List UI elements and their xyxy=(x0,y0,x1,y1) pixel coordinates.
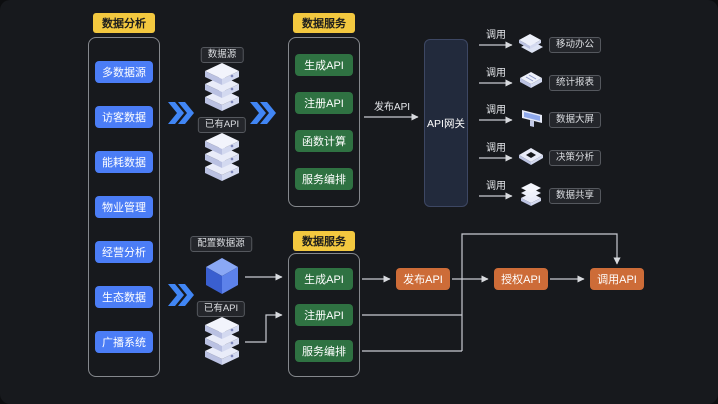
services-panel-top: 生成API 注册API 函数计算 服务编排 xyxy=(288,37,360,207)
consumer-label: 决策分析 xyxy=(549,150,602,166)
consumer-label: 统计报表 xyxy=(549,75,602,91)
analysis-panel: 多数据源 访客数据 能耗数据 物业管理 经营分析 生态数据 广播系统 xyxy=(88,37,160,377)
consumer-label: 移动办公 xyxy=(549,37,602,53)
big-screen-icon xyxy=(522,110,542,127)
services-title-top: 数据服务 xyxy=(293,13,355,33)
datasource-label: 数据源 xyxy=(200,47,244,63)
consumer-label: 数据共享 xyxy=(549,188,602,204)
analysis-item: 能耗数据 xyxy=(95,151,153,173)
server-stack-icon xyxy=(205,133,239,181)
chevron-right-icon xyxy=(168,284,194,306)
publish-api-label: 发布API xyxy=(373,102,411,113)
service-item: 生成API xyxy=(295,54,353,76)
mobile-office-icon xyxy=(519,34,543,53)
services-title-bottom: 数据服务 xyxy=(293,231,355,251)
database-cube-icon xyxy=(206,258,238,294)
call-label: 调用 xyxy=(486,181,506,192)
server-to-register-arrow xyxy=(245,311,283,343)
call-label: 调用 xyxy=(486,143,506,154)
api-gateway-node: API网关 xyxy=(424,39,468,207)
analysis-item: 经营分析 xyxy=(95,241,153,263)
decision-analysis-icon xyxy=(519,148,543,165)
analysis-item: 多数据源 xyxy=(95,61,153,83)
server-stack-icon xyxy=(205,317,239,365)
analysis-item: 生态数据 xyxy=(95,286,153,308)
data-share-icon xyxy=(521,183,541,206)
chevron-right-icon xyxy=(250,102,276,124)
config-datasource-label: 配置数据源 xyxy=(190,236,252,252)
service-item: 函数计算 xyxy=(295,130,353,152)
report-icon xyxy=(520,72,542,88)
service-item: 服务编排 xyxy=(295,340,353,362)
service-item: 生成API xyxy=(295,268,353,290)
call-label: 调用 xyxy=(486,30,506,41)
consumer-label: 数据大屏 xyxy=(549,112,602,128)
analysis-item: 物业管理 xyxy=(95,196,153,218)
call-label: 调用 xyxy=(486,68,506,79)
server-stack-icon xyxy=(205,63,239,111)
service-item: 注册API xyxy=(295,304,353,326)
analysis-title: 数据分析 xyxy=(93,13,155,33)
feedback-to-call-arrow xyxy=(461,233,621,351)
analysis-item: 访客数据 xyxy=(95,106,153,128)
call-api-node: 调用API xyxy=(590,268,644,290)
analysis-item: 广播系统 xyxy=(95,331,153,353)
authorize-api-node: 授权API xyxy=(494,268,548,290)
existing-api-label: 已有API xyxy=(196,301,246,317)
call-label: 调用 xyxy=(486,105,506,116)
chevron-right-icon xyxy=(168,102,194,124)
service-item: 注册API xyxy=(295,92,353,114)
services-panel-bottom: 生成API 注册API 服务编排 xyxy=(288,253,360,377)
service-item: 服务编排 xyxy=(295,168,353,190)
existing-api-label: 已有API xyxy=(197,117,247,133)
publish-api-node: 发布API xyxy=(396,268,450,290)
